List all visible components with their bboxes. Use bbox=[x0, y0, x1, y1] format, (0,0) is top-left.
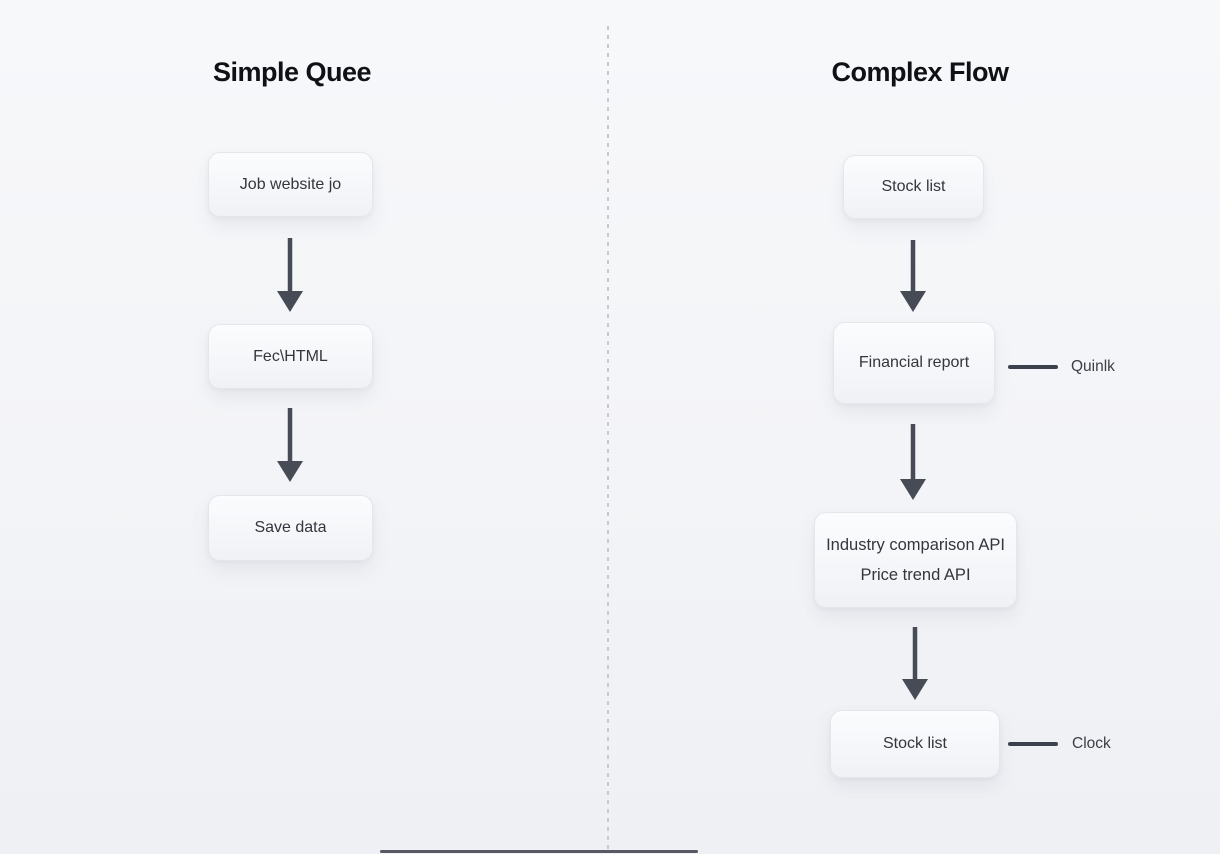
flow-node-save-data: Save data bbox=[208, 495, 373, 561]
node-label: Stock list bbox=[881, 178, 946, 195]
flow-node-apis: Industry comparison API Price trend API bbox=[814, 512, 1017, 608]
flow-node-financial-report: Financial report bbox=[833, 322, 995, 404]
connector-line bbox=[1008, 742, 1058, 746]
node-label: Fec\HTML bbox=[253, 347, 328, 365]
down-arrow-icon bbox=[277, 238, 303, 312]
node-label: Financial report bbox=[858, 354, 970, 371]
connector-line bbox=[1008, 365, 1058, 369]
connector-label: Quinlk bbox=[1071, 358, 1115, 375]
node-label: Stock list bbox=[882, 735, 947, 752]
node-label-line2: Price trend API bbox=[860, 565, 971, 584]
flow-node-job-website: Job website jo bbox=[208, 152, 373, 217]
bottom-edge-line bbox=[380, 850, 698, 853]
down-arrow-icon bbox=[277, 408, 303, 482]
flow-node-stock-list-2: Stock list bbox=[830, 710, 1000, 778]
left-panel-title: Simple Quee bbox=[212, 57, 372, 87]
flow-node-stock-list: Stock list bbox=[843, 155, 984, 219]
node-label: Job website jo bbox=[239, 175, 342, 193]
down-arrow-icon bbox=[900, 240, 926, 312]
flow-node-fetch-html: Fec\HTML bbox=[208, 324, 373, 389]
panel-divider bbox=[607, 26, 609, 854]
right-panel-title: Complex Flow bbox=[831, 57, 1009, 87]
down-arrow-icon bbox=[902, 627, 928, 700]
node-label-line1: Industry comparison API bbox=[826, 535, 1005, 554]
node-label: Save data bbox=[254, 519, 327, 536]
down-arrow-icon bbox=[900, 424, 926, 500]
connector-label: Clock bbox=[1072, 735, 1111, 752]
